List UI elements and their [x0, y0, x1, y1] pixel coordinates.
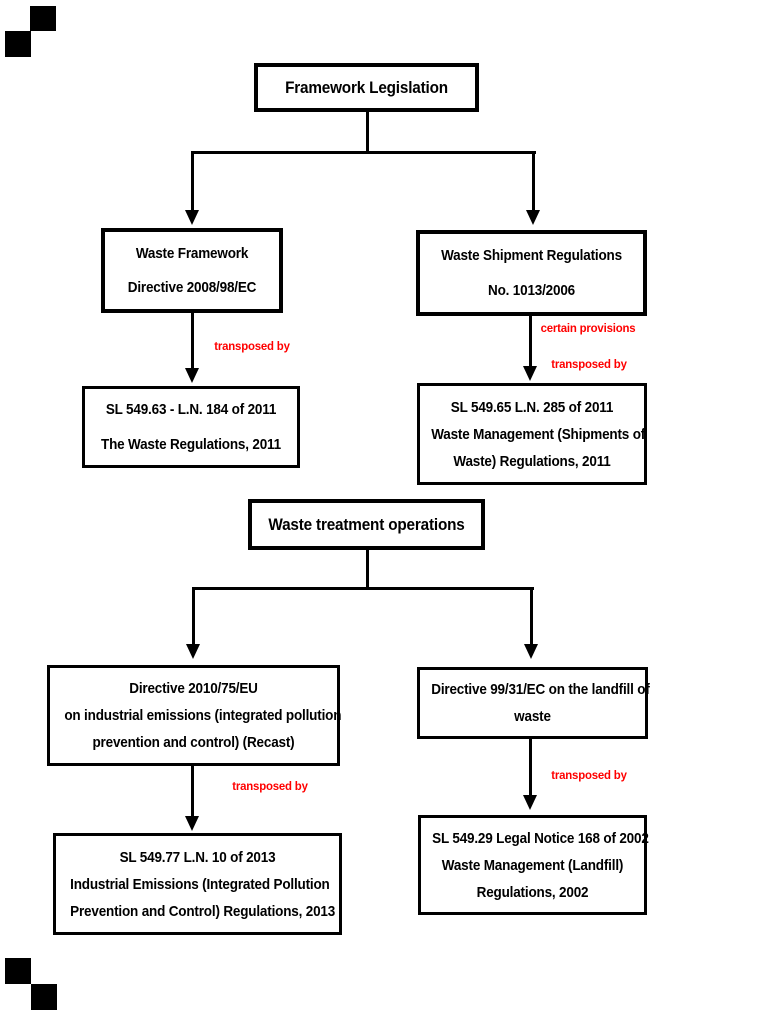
arrow-down-icon — [185, 816, 199, 831]
edge-label-transposed-by: transposed by — [551, 768, 627, 782]
connector-vline — [191, 151, 194, 211]
node-sl-549-77: SL 549.77 L.N. 10 of 2013 Industrial Emi… — [53, 833, 342, 935]
edge-label-transposed-by: transposed by — [551, 357, 627, 371]
scan-mark — [5, 31, 31, 57]
node-directive-99-31: Directive 99/31/EC on the landfill of wa… — [417, 667, 650, 739]
node-sl-549-65: SL 549.65 L.N. 285 of 2011 Waste Managem… — [417, 383, 647, 485]
scan-mark — [31, 984, 57, 1010]
node-line: Waste Framework — [135, 244, 249, 262]
connector-vline — [529, 316, 532, 368]
arrow-down-icon — [524, 644, 538, 659]
node-waste-framework-directive: Waste Framework Directive 2008/98/EC — [101, 228, 283, 313]
edge-label-transposed-by: transposed by — [214, 339, 290, 353]
node-sl-549-63: SL 549.63 - L.N. 184 of 2011 The Waste R… — [82, 386, 300, 468]
node-line: Regulations, 2002 — [476, 883, 589, 901]
node-waste-shipment-regulations: Waste Shipment Regulations No. 1013/2006 — [416, 230, 647, 316]
connector-vline — [529, 739, 532, 796]
node-sl-549-29: SL 549.29 Legal Notice 168 of 2002 Waste… — [418, 815, 649, 915]
node-line: SL 549.63 - L.N. 184 of 2011 — [105, 401, 277, 419]
node-line: waste — [514, 708, 551, 725]
arrow-down-icon — [526, 210, 540, 225]
node-line: Directive 2008/98/EC — [127, 279, 257, 297]
edge-label-transposed-by: transposed by — [232, 779, 308, 793]
connector-hbar — [192, 587, 534, 590]
node-directive-2010-75: Directive 2010/75/EU on industrial emiss… — [47, 665, 342, 766]
node-line: Industrial Emissions (Integrated Polluti… — [70, 875, 330, 893]
node-line: SL 549.65 L.N. 285 of 2011 — [450, 398, 614, 416]
node-line: Waste Management (Shipments of — [431, 425, 646, 443]
edge-label-certain-provisions: certain provisions — [540, 321, 636, 335]
connector-vline — [191, 313, 194, 370]
arrow-down-icon — [523, 366, 537, 381]
scan-mark — [30, 6, 56, 31]
node-line: Directive 99/31/EC on the landfill of — [431, 681, 650, 698]
connector-vline — [532, 151, 535, 211]
connector-vline — [530, 587, 533, 645]
arrow-down-icon — [186, 644, 200, 659]
node-line: Waste) Regulations, 2011 — [453, 452, 611, 470]
node-line: Directive 2010/75/EU — [129, 680, 258, 697]
node-framework-legislation: Framework Legislation — [254, 63, 479, 112]
arrow-down-icon — [523, 795, 537, 810]
node-line: Framework Legislation — [285, 78, 448, 97]
connector-vline — [191, 766, 194, 817]
node-line: on industrial emissions (integrated poll… — [64, 707, 342, 724]
node-line: SL 549.29 Legal Notice 168 of 2002 — [432, 829, 649, 847]
node-waste-treatment-operations: Waste treatment operations — [248, 499, 485, 550]
node-line: prevention and control) (Recast) — [92, 734, 295, 751]
node-line: Waste treatment operations — [268, 515, 465, 534]
node-line: SL 549.77 L.N. 10 of 2013 — [119, 848, 276, 866]
node-line: The Waste Regulations, 2011 — [101, 435, 281, 453]
node-line: No. 1013/2006 — [488, 282, 575, 299]
arrow-down-icon — [185, 368, 199, 383]
scan-mark — [5, 958, 31, 984]
connector-vline — [366, 550, 369, 590]
connector-vline — [366, 112, 369, 154]
node-line: Waste Shipment Regulations — [441, 247, 622, 264]
node-line: Waste Management (Landfill) — [441, 856, 624, 874]
connector-vline — [192, 587, 195, 645]
node-line: Prevention and Control) Regulations, 201… — [70, 902, 336, 920]
connector-hbar — [191, 151, 536, 154]
arrow-down-icon — [185, 210, 199, 225]
